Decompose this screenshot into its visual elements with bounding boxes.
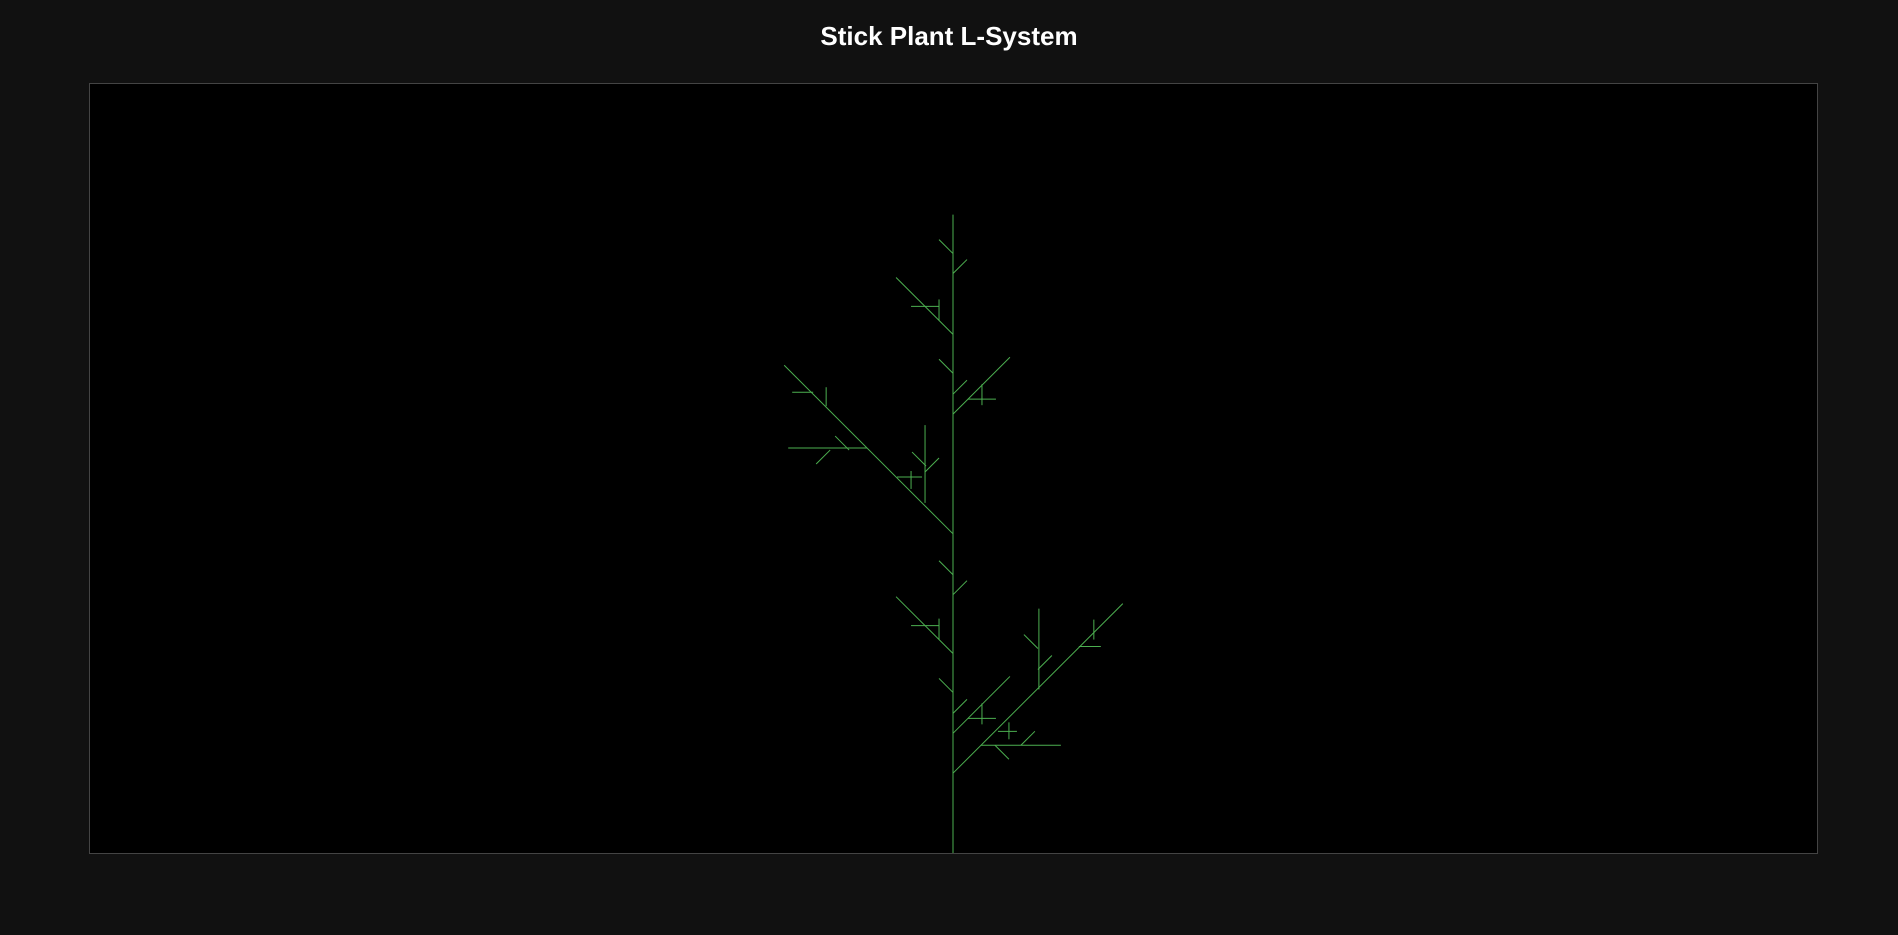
plant-segment (938, 358, 954, 374)
page-title: Stick Plant L-System (820, 21, 1078, 51)
plant-segment (952, 580, 968, 596)
plant-segment (834, 435, 850, 451)
plant-segment (924, 457, 940, 473)
plant-segment (1020, 730, 1036, 746)
plant-segment (1037, 655, 1053, 670)
plant-segment (952, 699, 968, 714)
plant-segment (952, 379, 968, 395)
plant-segment (938, 560, 954, 576)
plant-segment (952, 603, 1124, 774)
plant-segment (911, 451, 927, 467)
plant-segment (1023, 634, 1039, 649)
plant-segment (952, 259, 968, 274)
plant-segment (815, 449, 831, 465)
plant-segment (783, 364, 954, 535)
plant-drawing (783, 214, 1124, 853)
plant-segment (938, 678, 954, 693)
plant-segment (938, 239, 954, 254)
plant-segment (994, 744, 1010, 760)
lsystem-canvas (89, 83, 1818, 854)
